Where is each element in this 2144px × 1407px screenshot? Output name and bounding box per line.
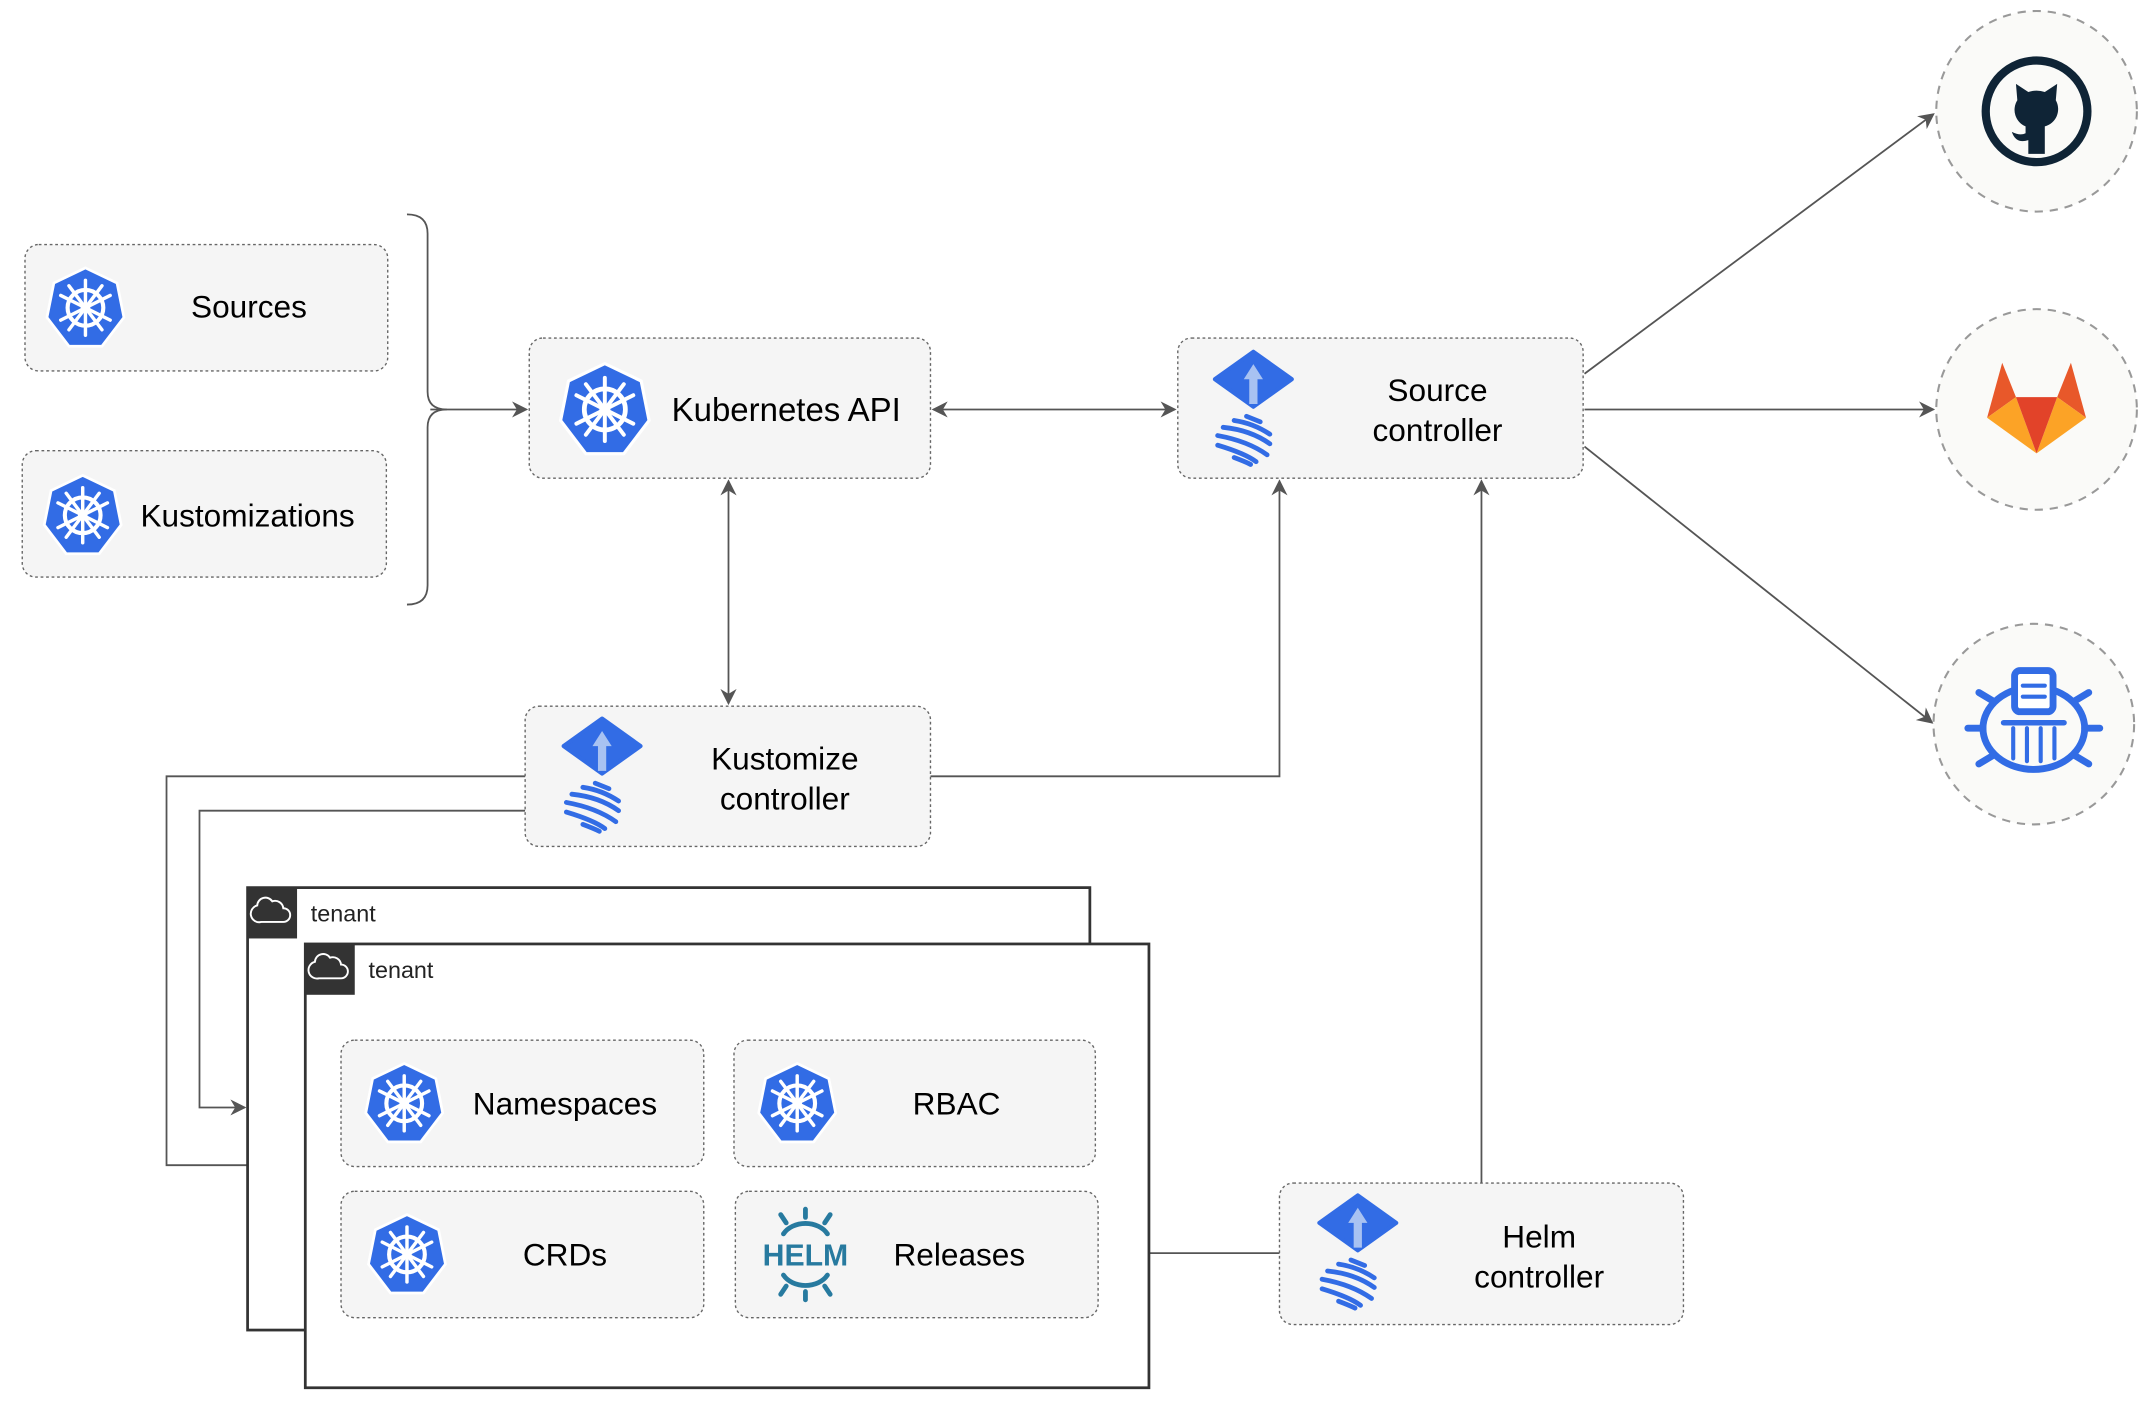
helm-icon: HELM [763, 1206, 849, 1303]
node-label: Kustomizations [140, 497, 354, 533]
harbor-icon [1964, 667, 2104, 773]
provider-harbor[interactable] [1932, 622, 2136, 826]
node-label-line2: controller [1373, 412, 1503, 448]
node-label: Sources [191, 288, 307, 324]
node-label-line1: Kustomize [711, 740, 858, 776]
kubernetes-icon [366, 1063, 443, 1141]
kubernetes-icon [561, 364, 649, 454]
node-releases[interactable]: HELM Releases [734, 1190, 1099, 1319]
edge-kustomize-to-tenant-front [165, 775, 526, 1174]
node-kubernetes-api[interactable]: Kubernetes API [528, 337, 932, 479]
node-label: Namespaces [473, 1085, 657, 1121]
tenant-label: tenant [369, 957, 434, 983]
node-crds[interactable]: CRDs [340, 1190, 705, 1319]
node-label-line1: Helm [1502, 1219, 1576, 1255]
node-label-line2: controller [1474, 1258, 1604, 1294]
node-label: CRDs [523, 1236, 607, 1272]
tenant-label: tenant [311, 901, 376, 927]
node-namespaces[interactable]: Namespaces [340, 1039, 705, 1168]
tenant-front[interactable]: tenant Namespaces RBAC CRDs [303, 942, 1151, 1390]
node-label: RBAC [913, 1085, 1001, 1121]
kubernetes-icon [44, 475, 121, 553]
kubernetes-icon [47, 268, 124, 346]
node-helm-controller[interactable]: Helm controller [1278, 1182, 1685, 1326]
node-kustomize-controller[interactable]: Kustomize controller [524, 705, 932, 848]
node-rbac[interactable]: RBAC [733, 1039, 1097, 1168]
node-label: Releases [893, 1236, 1025, 1272]
kubernetes-icon [369, 1215, 446, 1293]
provider-github[interactable] [1935, 9, 2138, 213]
node-kustomizations[interactable]: Kustomizations [21, 449, 388, 578]
provider-gitlab[interactable] [1935, 308, 2138, 511]
node-label-line1: Source [1387, 372, 1487, 408]
kubernetes-icon [759, 1063, 836, 1141]
node-label-line2: controller [720, 780, 850, 816]
edge-kustomize-to-source [930, 479, 1288, 778]
edge-source-to-github [1583, 113, 1935, 375]
helm-logo-text: HELM [763, 1239, 849, 1272]
edge-kustomize-to-tenant-back [198, 809, 526, 1116]
github-icon [1981, 56, 2092, 167]
gitlab-icon [1987, 362, 2087, 454]
node-source-controller[interactable]: Source controller [1177, 337, 1584, 479]
edge-source-to-harbor [1583, 445, 1934, 724]
node-label: Kubernetes API [672, 391, 901, 428]
node-sources[interactable]: Sources [24, 243, 389, 372]
